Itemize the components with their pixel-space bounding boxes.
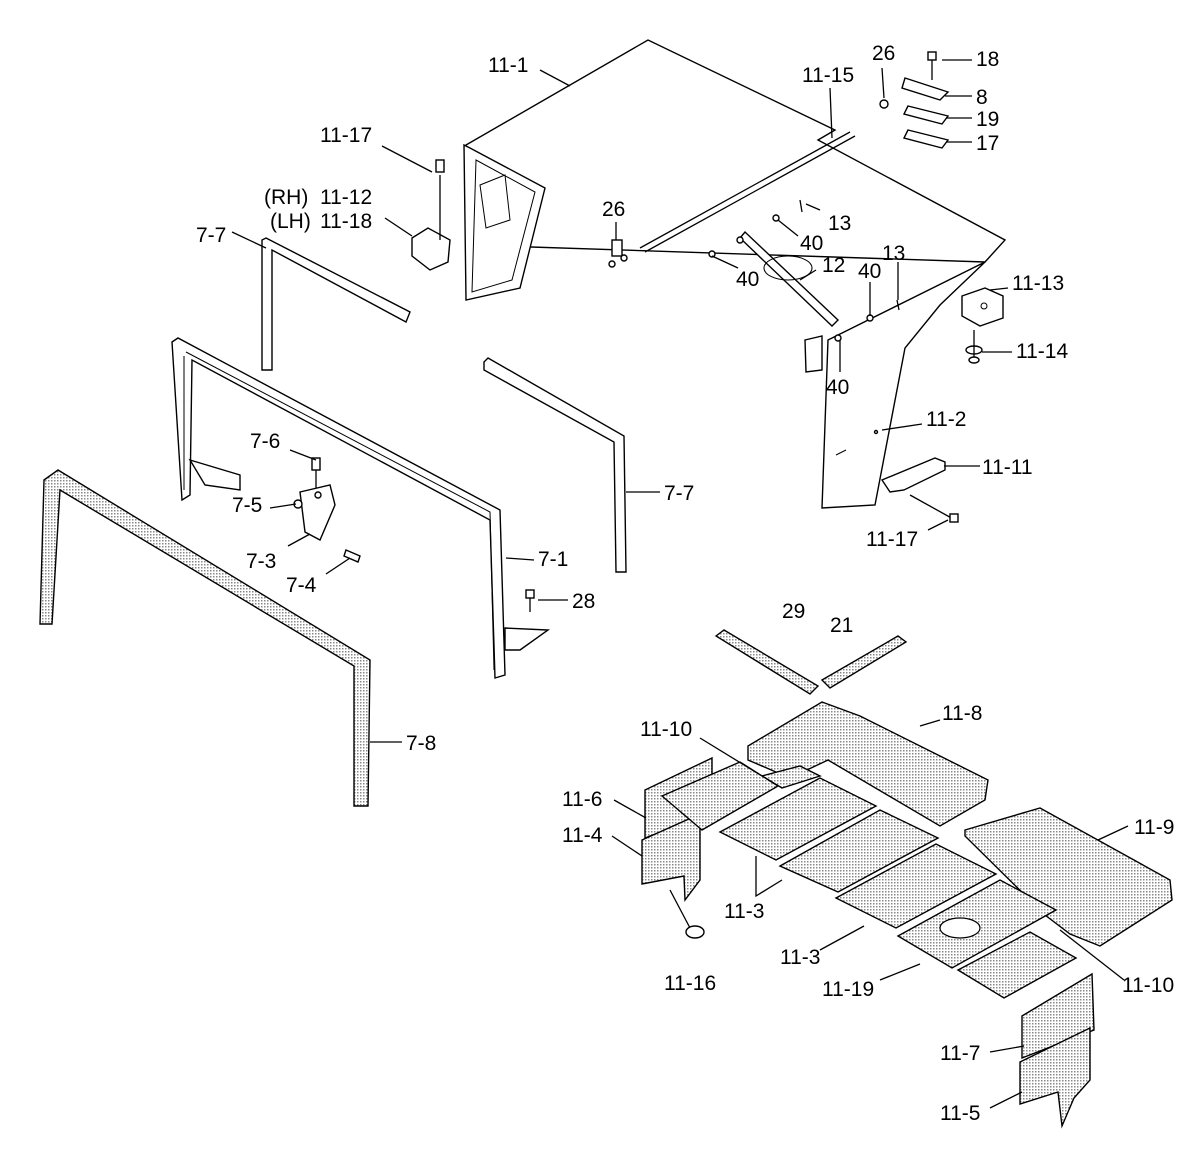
callout-7-7-right: 7-7 <box>664 482 694 505</box>
clip-26-mid <box>608 239 628 268</box>
callout-11-10-bottom: 11-10 <box>1122 974 1174 997</box>
callout-7-3: 7-3 <box>246 550 276 573</box>
callout-7-1: 7-1 <box>538 548 568 571</box>
callout-11-11: 11-11 <box>982 456 1033 479</box>
callout-11-9: 11-9 <box>1134 816 1174 839</box>
seal-7-7-left <box>261 237 411 371</box>
floor-pad-11-5 <box>1019 1026 1091 1129</box>
hood-top-panel <box>465 39 1007 263</box>
small-hardware <box>708 199 900 342</box>
bolt-11-14 <box>965 330 983 364</box>
floor-pad-11-8 <box>747 701 989 827</box>
callout-11-2: 11-2 <box>926 408 966 431</box>
hood-left-side-panel <box>463 143 546 301</box>
bracket-7-3 <box>293 484 336 541</box>
plug-11-16 <box>669 889 705 939</box>
callout-7-6: 7-6 <box>250 430 280 453</box>
callout-11-17-bottom: 11-17 <box>866 528 918 551</box>
handle-11-11 <box>880 457 946 493</box>
hood-bracket <box>804 335 823 373</box>
latch-11-12 <box>411 159 451 271</box>
callout-40-a: 40 <box>800 232 823 255</box>
leader-lines <box>231 59 1129 1109</box>
frame-7-1 <box>171 337 551 679</box>
callout-rh: (RH) <box>264 186 308 209</box>
callout-7-7-left: 7-7 <box>196 224 226 247</box>
callout-11-16: 11-16 <box>664 972 716 995</box>
floor-pad-11-9 <box>964 807 1173 947</box>
gas-strut <box>739 230 840 327</box>
washer-26-top <box>879 99 889 109</box>
callout-28: 28 <box>572 590 595 613</box>
callout-11-8: 11-8 <box>942 702 982 725</box>
hood-block-11-13 <box>961 287 1004 327</box>
callout-21: 21 <box>830 614 853 637</box>
callout-labels: 11-1 26 18 11-15 8 19 17 11-17 (RH) 11-1… <box>196 42 1174 1125</box>
bolt-28 <box>525 589 535 612</box>
callout-7-5: 7-5 <box>232 494 262 517</box>
hood-front-panel <box>821 261 986 509</box>
callout-11-5: 11-5 <box>940 1102 980 1125</box>
callout-8: 8 <box>976 86 988 109</box>
floor-pad-bottom-right <box>956 931 1078 999</box>
callout-12: 12 <box>822 254 845 277</box>
callout-19: 19 <box>976 108 999 131</box>
callout-7-4: 7-4 <box>286 574 317 597</box>
callout-40-d: 40 <box>826 376 849 399</box>
floor-pad-upper-left <box>660 761 780 831</box>
callout-26-mid: 26 <box>602 198 625 221</box>
callout-11-15: 11-15 <box>802 64 854 87</box>
seal-7-7-right <box>483 357 627 573</box>
callout-lh: (LH) <box>270 210 311 233</box>
callout-11-6: 11-6 <box>562 788 602 811</box>
strip-29 <box>714 629 820 695</box>
callout-11-18: 11-18 <box>320 210 372 233</box>
callout-18: 18 <box>976 48 999 71</box>
hinge-plate-8 <box>901 51 950 101</box>
callout-7-8: 7-8 <box>406 732 436 755</box>
shim-17 <box>902 129 950 149</box>
callout-13-a: 13 <box>828 212 851 235</box>
callout-13-b: 13 <box>882 242 905 265</box>
callout-11-3-b: 11-3 <box>780 946 820 969</box>
floor-pad-11-19 <box>896 879 1058 969</box>
strip-21 <box>820 635 908 689</box>
callout-11-14: 11-14 <box>1016 340 1068 363</box>
callout-11-17-top: 11-17 <box>320 124 372 147</box>
hood-hinge-rod <box>639 99 889 253</box>
callout-40-c: 40 <box>858 260 881 283</box>
callout-11-1: 11-1 <box>488 54 528 77</box>
bolt-11-17-bottom <box>909 494 959 523</box>
floor-pad-11-3-c <box>834 843 998 929</box>
callout-11-19: 11-19 <box>822 978 874 1001</box>
shim-19 <box>902 105 950 125</box>
floor-pad-11-3-b <box>778 809 940 893</box>
bolt-7-4 <box>343 549 361 563</box>
callout-11-12: 11-12 <box>320 186 372 209</box>
callout-40-b: 40 <box>736 268 759 291</box>
callout-11-10-top: 11-10 <box>640 718 692 741</box>
callout-11-4: 11-4 <box>562 824 603 847</box>
bolt-7-6 <box>311 457 321 488</box>
seal-7-8 <box>39 469 371 807</box>
floor-pad-11-3-a <box>718 777 878 861</box>
callout-11-13: 11-13 <box>1012 272 1064 295</box>
callout-29: 29 <box>782 600 805 623</box>
callout-11-7: 11-7 <box>940 1042 980 1065</box>
callout-26-top: 26 <box>872 42 895 65</box>
callout-11-3-a: 11-3 <box>724 900 764 923</box>
callout-17: 17 <box>976 132 999 155</box>
